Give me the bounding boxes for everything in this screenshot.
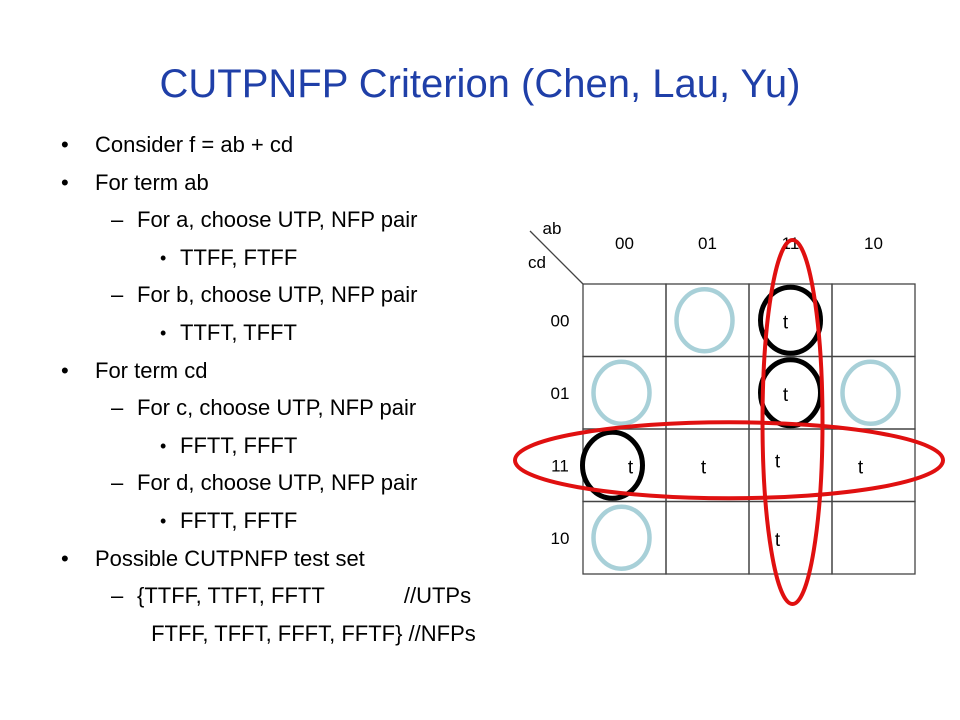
- bullet-item-level-3: • FFTT, FFFT: [160, 432, 298, 459]
- kmap-row-label: 01: [551, 384, 570, 403]
- bullet-text: Consider f = ab + cd: [95, 132, 294, 157]
- bullet-marker: –: [111, 583, 124, 609]
- utp-circle: [758, 284, 823, 356]
- kmap-cell: [831, 500, 916, 575]
- bullet-text: TTFF, FTFF: [180, 244, 298, 270]
- bullet-marker: •: [61, 132, 69, 157]
- kmap-cell: [665, 500, 750, 575]
- bullet-item-level-2: –For d, choose UTP, NFP pair: [111, 470, 418, 496]
- kmap-corner-divider: [529, 230, 584, 285]
- bullet-item-level-3: • TTFF, FTFF: [160, 244, 298, 271]
- bullet-text: TTFT, TFFT: [180, 320, 297, 345]
- bullet-item-level-3: • TTFT, TFFT: [160, 320, 297, 346]
- bullet-text: {TTFF, TTFT, FFTT //UTPs: [137, 583, 472, 609]
- kmap-cell: [665, 355, 750, 430]
- bullet-marker: •: [61, 357, 69, 383]
- bullet-item-level-1: • For term ab: [61, 169, 209, 196]
- kmap-cell-value: t: [783, 385, 789, 406]
- bullet-item-level-2: FTFF, TFFT, FFFT, FFTF} //NFPs: [145, 621, 476, 647]
- group-ellipse-row: [513, 420, 945, 501]
- nfp-circle: [840, 359, 901, 426]
- bullet-text: FTFF, TFFT, FFFT, FFTF} //NFPs: [145, 620, 476, 646]
- bullet-text: For c, choose UTP, NFP pair: [137, 395, 417, 421]
- bullet-item-level-2: –{TTFF, TTFT, FFTT //UTPs: [111, 583, 472, 609]
- bullet-marker: –: [111, 395, 124, 421]
- bullet-text: For a, choose UTP, NFP pair: [137, 207, 418, 233]
- kmap-row-label: 10: [551, 529, 570, 548]
- bullet-marker: –: [111, 282, 124, 308]
- bullet-text: For d, choose UTP, NFP pair: [137, 470, 418, 496]
- bullet-text: FFTT, FFTF: [180, 508, 298, 533]
- bullet-text: For term cd: [95, 357, 208, 383]
- kmap-cell: [582, 283, 667, 358]
- nfp-circle: [674, 287, 735, 354]
- bullet-marker: •: [160, 511, 167, 531]
- utp-circle: [580, 429, 645, 501]
- bullet-item-level-2: –For a, choose UTP, NFP pair: [111, 207, 418, 233]
- nfp-circle: [591, 504, 652, 571]
- bullet-item-level-1: • Possible CUTPNFP test set: [61, 545, 365, 572]
- kmap-col-label: 10: [864, 234, 883, 253]
- bullet-text: For term ab: [95, 169, 209, 195]
- utp-circle: [758, 357, 823, 429]
- slide-title: CUTPNFP Criterion (Chen, Lau, Yu): [159, 62, 801, 106]
- kmap-col-label: 01: [698, 234, 717, 253]
- bullet-item-level-3: • FFTT, FFTF: [160, 508, 298, 534]
- bullet-marker: •: [61, 169, 69, 195]
- kmap-row-variable: cd: [528, 253, 546, 272]
- bullet-marker: •: [160, 323, 167, 343]
- bullet-item-level-2: –For c, choose UTP, NFP pair: [111, 395, 417, 421]
- kmap-cell-value: t: [783, 312, 789, 333]
- bullet-marker: •: [160, 435, 167, 456]
- kmap-col-variable: ab: [543, 219, 562, 238]
- kmap-cell-value: t: [628, 457, 634, 478]
- bullet-marker: –: [111, 470, 124, 496]
- kmap-cell-value: t: [701, 457, 707, 478]
- bullet-item-level-1: • Consider f = ab + cd: [61, 132, 294, 158]
- bullet-text: FFTT, FFFT: [180, 432, 298, 458]
- kmap-cell-value: t: [775, 530, 781, 551]
- bullet-marker: •: [160, 247, 167, 268]
- bullet-marker: •: [61, 545, 69, 571]
- kmap-col-label: 00: [615, 234, 634, 253]
- bullet-text: Possible CUTPNFP test set: [95, 545, 365, 571]
- kmap-cell: [665, 428, 750, 503]
- kmap-row-label: 00: [551, 311, 570, 330]
- kmap-cell-value: t: [858, 457, 864, 478]
- bullet-item-level-2: –For b, choose UTP, NFP pair: [111, 282, 418, 308]
- nfp-circle: [591, 359, 652, 426]
- kmap-cell-value: t: [775, 451, 781, 472]
- bullet-marker: –: [111, 207, 124, 233]
- bullet-text: For b, choose UTP, NFP pair: [137, 282, 418, 308]
- kmap-cell: [831, 283, 916, 358]
- bullet-item-level-1: • For term cd: [61, 357, 208, 384]
- kmap-row-label: 11: [551, 456, 569, 475]
